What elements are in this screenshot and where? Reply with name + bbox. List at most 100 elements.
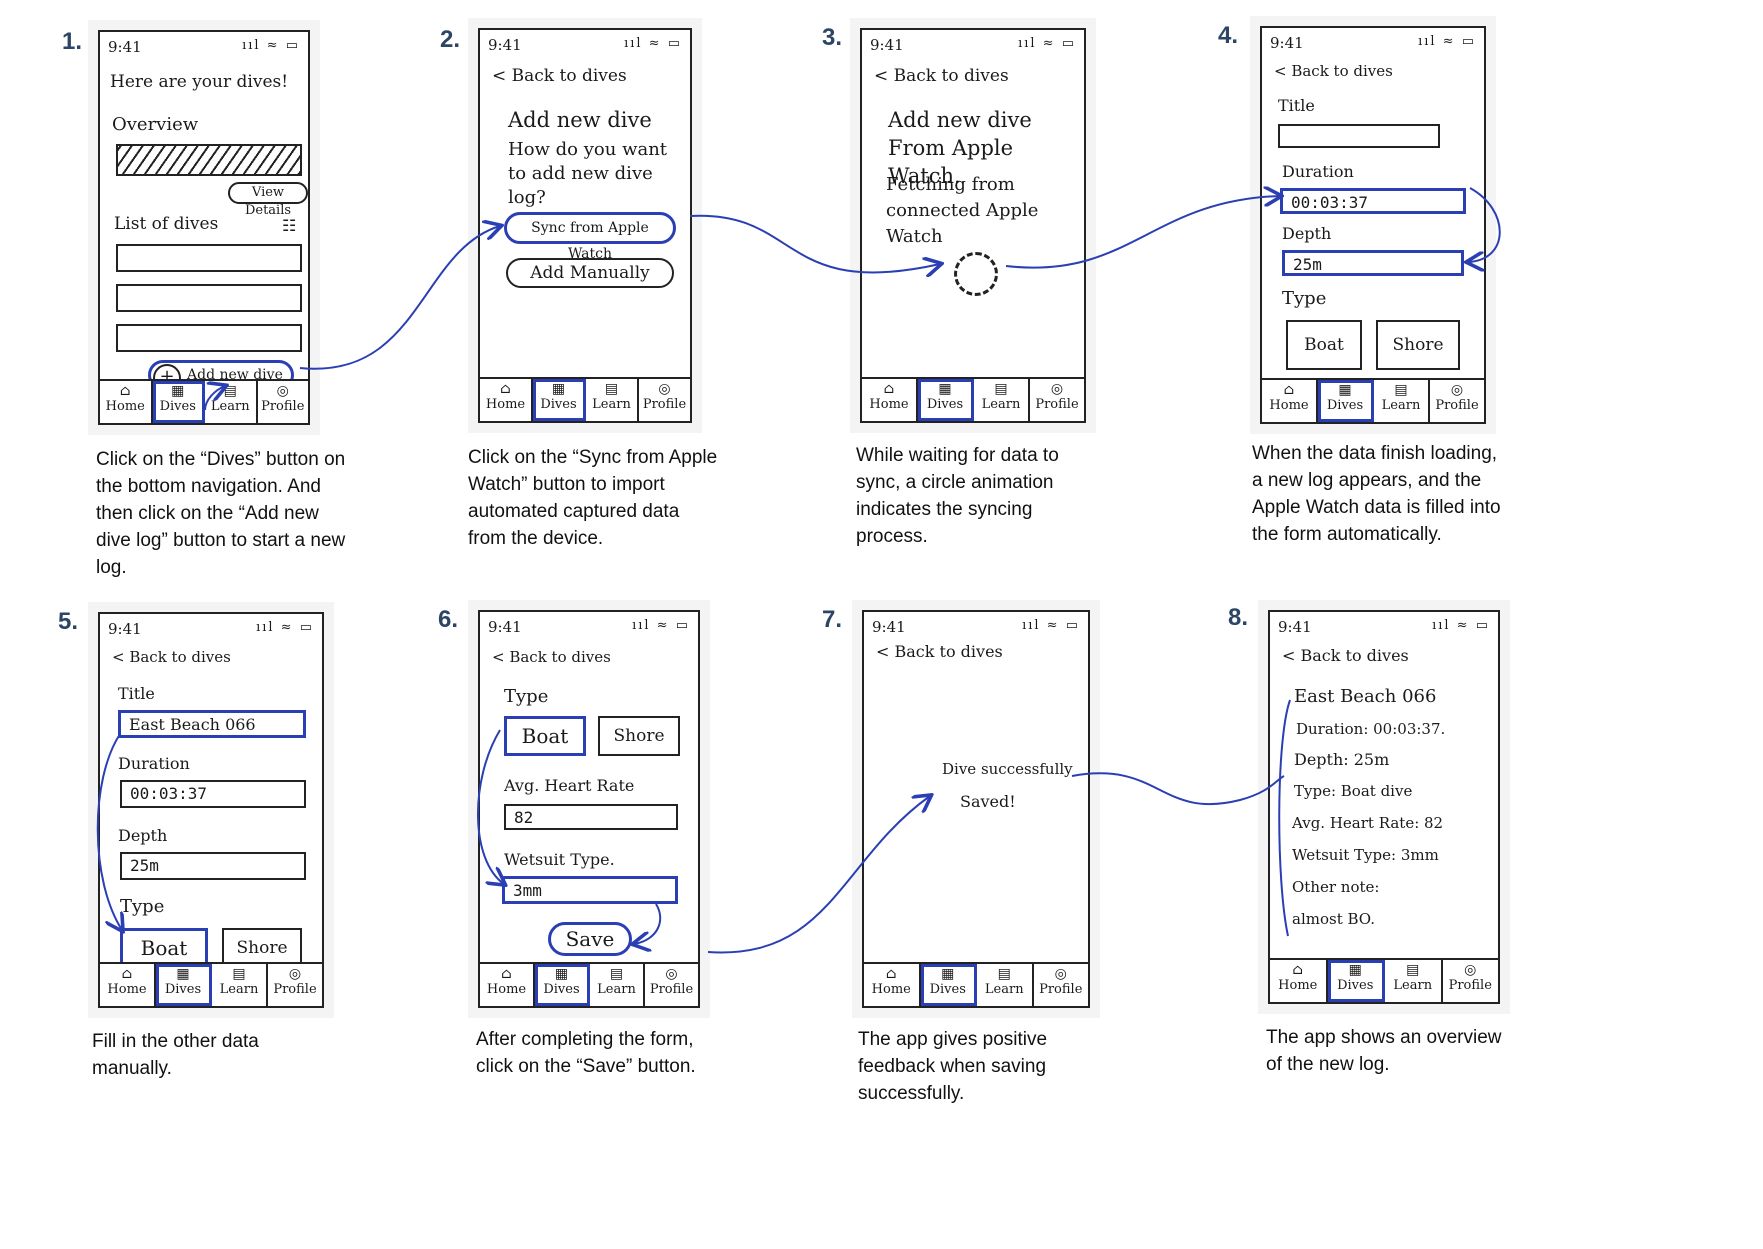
nav-learn[interactable]: ▤Learn — [1385, 960, 1443, 1002]
nav-home[interactable]: ⌂Home — [480, 964, 535, 1006]
nav-home[interactable]: ⌂Home — [100, 381, 153, 423]
book-icon: ▤ — [994, 381, 1008, 397]
nav-profile[interactable]: ◎Profile — [258, 381, 309, 423]
nav-dives-label: Dives — [164, 982, 202, 997]
nav-dives[interactable]: ▦Dives — [533, 379, 586, 421]
profile-icon: ◎ — [665, 966, 678, 982]
nav-home[interactable]: ⌂Home — [1262, 380, 1318, 422]
nav-home[interactable]: ⌂Home — [864, 964, 921, 1006]
nav-learn[interactable]: ▤Learn — [205, 381, 258, 423]
nav-dives[interactable]: ▦Dives — [535, 964, 590, 1006]
nav-dives[interactable]: ▦Dives — [1327, 960, 1385, 1002]
list-item[interactable] — [116, 284, 302, 312]
nav-home[interactable]: ⌂Home — [100, 964, 156, 1006]
wetsuit-type-field[interactable]: 3mm — [502, 876, 678, 904]
back-to-dives-link[interactable]: < Back to dives — [1274, 62, 1393, 80]
back-to-dives-link[interactable]: < Back to dives — [112, 648, 231, 666]
nav-dives-label: Dives — [1337, 978, 1374, 993]
calendar-icon: ▦ — [171, 383, 185, 399]
nav-learn[interactable]: ▤Learn — [1374, 380, 1430, 422]
nav-profile-label: Profile — [261, 399, 305, 414]
nav-learn-label: Learn — [219, 982, 259, 997]
calendar-icon: ▦ — [1338, 382, 1352, 398]
nav-dives[interactable]: ▦Dives — [918, 379, 974, 421]
boat-option[interactable]: Boat — [120, 928, 208, 968]
boat-option[interactable]: Boat — [1286, 320, 1362, 370]
title-field[interactable]: East Beach 066 — [118, 710, 306, 738]
list-item[interactable] — [116, 244, 302, 272]
nav-dives[interactable]: ▦Dives — [920, 964, 977, 1006]
nav-profile-label: Profile — [273, 982, 317, 997]
status-icons: ııl ≈ ▭ — [624, 36, 682, 51]
nav-profile[interactable]: ◎Profile — [639, 379, 690, 421]
step-caption: While waiting for data to sync, a circle… — [856, 445, 1059, 547]
nav-learn[interactable]: ▤Learn — [212, 964, 268, 1006]
boat-option[interactable]: Boat — [504, 716, 586, 756]
bottom-navigation: ⌂Home ▦Dives ▤Learn ◎Profile — [100, 379, 308, 423]
nav-home[interactable]: ⌂Home — [862, 379, 918, 421]
back-to-dives-link[interactable]: < Back to dives — [874, 66, 1009, 86]
save-button[interactable]: Save — [548, 922, 632, 956]
nav-profile[interactable]: ◎Profile — [268, 964, 322, 1006]
home-icon: ⌂ — [885, 966, 897, 982]
step-number: 2. — [440, 26, 461, 53]
nav-profile-label: Profile — [649, 982, 694, 997]
nav-dives[interactable]: ▦Dives — [1318, 380, 1374, 422]
nav-profile[interactable]: ◎Profile — [1034, 964, 1089, 1006]
filter-icon[interactable]: ☷ — [282, 216, 297, 235]
step-caption: Fill in the other data manually. — [92, 1031, 259, 1079]
nav-home-label: Home — [486, 982, 527, 997]
nav-home-label: Home — [105, 399, 145, 414]
nav-profile[interactable]: ◎Profile — [1030, 379, 1084, 421]
nav-home[interactable]: ⌂Home — [1270, 960, 1328, 1002]
step-caption: The app gives positive feedback when sav… — [858, 1029, 1048, 1104]
phone-mockup-1: 9:41 ııl ≈ ▭ Here are your dives! Overvi… — [88, 20, 320, 435]
back-to-dives-link[interactable]: < Back to dives — [876, 642, 1003, 661]
nav-home-label: Home — [485, 397, 526, 412]
nav-dives[interactable]: ▦Dives — [156, 964, 212, 1006]
nav-profile[interactable]: ◎Profile — [645, 964, 698, 1006]
duration-field[interactable]: 00:03:37 — [120, 780, 306, 808]
title-field[interactable] — [1278, 124, 1440, 148]
list-item[interactable] — [116, 324, 302, 352]
log-duration: Duration: 00:03:37. — [1296, 720, 1446, 738]
shore-option[interactable]: Shore — [222, 928, 302, 968]
nav-home-label: Home — [1278, 978, 1318, 993]
screen-title: Add new dive — [508, 108, 652, 132]
back-to-dives-link[interactable]: < Back to dives — [492, 648, 611, 666]
step-caption: When the data finish loading, a new log … — [1252, 443, 1501, 545]
nav-learn[interactable]: ▤Learn — [586, 379, 639, 421]
nav-dives[interactable]: ▦Dives — [152, 381, 205, 423]
nav-learn[interactable]: ▤Learn — [977, 964, 1034, 1006]
sync-from-apple-watch-button[interactable]: Sync from Apple Watch — [504, 212, 676, 262]
title-label: Title — [118, 684, 155, 703]
nav-profile-label: Profile — [1435, 398, 1479, 413]
nav-learn[interactable]: ▤Learn — [974, 379, 1030, 421]
view-details-button[interactable]: View Details — [228, 182, 308, 218]
back-to-dives-link[interactable]: < Back to dives — [492, 66, 627, 86]
nav-learn[interactable]: ▤Learn — [590, 964, 645, 1006]
nav-profile[interactable]: ◎Profile — [1443, 960, 1499, 1002]
profile-icon: ◎ — [288, 966, 302, 982]
duration-field[interactable]: 00:03:37 — [1280, 188, 1466, 214]
status-time: 9:41 — [1270, 34, 1304, 52]
profile-icon: ◎ — [1450, 382, 1464, 398]
calendar-icon: ▦ — [941, 966, 955, 982]
heart-rate-field[interactable]: 82 — [504, 804, 678, 830]
nav-dives-label: Dives — [929, 982, 966, 997]
shore-option[interactable]: Shore — [1376, 320, 1460, 370]
depth-field[interactable]: 25m — [1282, 250, 1464, 276]
list-of-dives-label: List of dives — [114, 214, 219, 234]
question-text: How do you want to add new dive log? — [508, 139, 668, 208]
nav-profile[interactable]: ◎Profile — [1430, 380, 1484, 422]
nav-home[interactable]: ⌂Home — [480, 379, 533, 421]
depth-field[interactable]: 25m — [120, 852, 306, 880]
nav-home-label: Home — [1269, 398, 1309, 413]
status-icons: ııl ≈ ▭ — [242, 38, 300, 53]
step-number: 4. — [1218, 22, 1239, 49]
phone-mockup-6: 9:41 ııl ≈ ▭ < Back to dives Type Boat S… — [468, 600, 710, 1018]
add-manually-button[interactable]: Add Manually — [506, 258, 674, 288]
back-to-dives-link[interactable]: < Back to dives — [1282, 646, 1409, 665]
status-icons: ııl ≈ ▭ — [256, 620, 314, 635]
shore-option[interactable]: Shore — [598, 716, 680, 756]
